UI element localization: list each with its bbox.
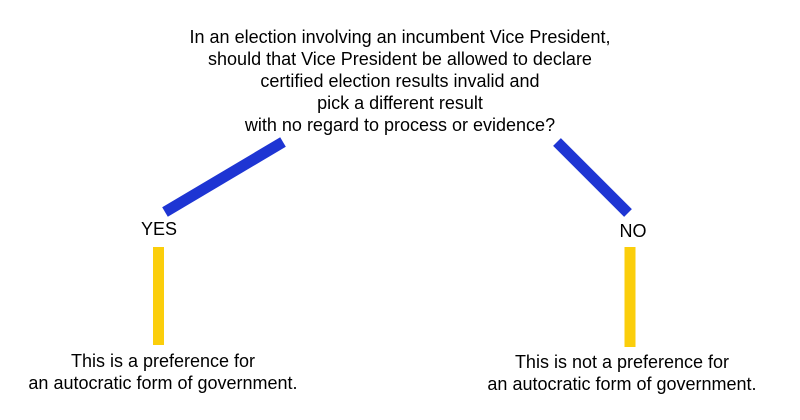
question-line-5: with no regard to process or evidence?: [244, 115, 556, 135]
question-text-block: In an election involving an incumbent Vi…: [0, 26, 800, 136]
question-line-1: In an election involving an incumbent Vi…: [189, 27, 611, 47]
no-conclusion: This is not a preference for an autocrat…: [457, 351, 787, 395]
yes-conclusion-line-2: an autocratic form of government.: [28, 373, 298, 393]
question-line-2: should that Vice President be allowed to…: [208, 49, 592, 69]
question-line-4: pick a different result: [317, 93, 483, 113]
yes-branch-line: [162, 137, 286, 217]
no-branch-line: [553, 138, 632, 217]
yes-conclusion-line-1: This is a preference for: [70, 351, 256, 371]
no-conclusion-line-2: an autocratic form of government.: [487, 374, 757, 394]
no-conclusion-line-1: This is not a preference for: [514, 352, 730, 372]
yes-conclusion: This is a preference for an autocratic f…: [0, 350, 328, 394]
yes-label: YES: [140, 219, 178, 239]
no-label: NO: [619, 221, 647, 241]
question-line-3: certified election results invalid and: [260, 71, 540, 91]
